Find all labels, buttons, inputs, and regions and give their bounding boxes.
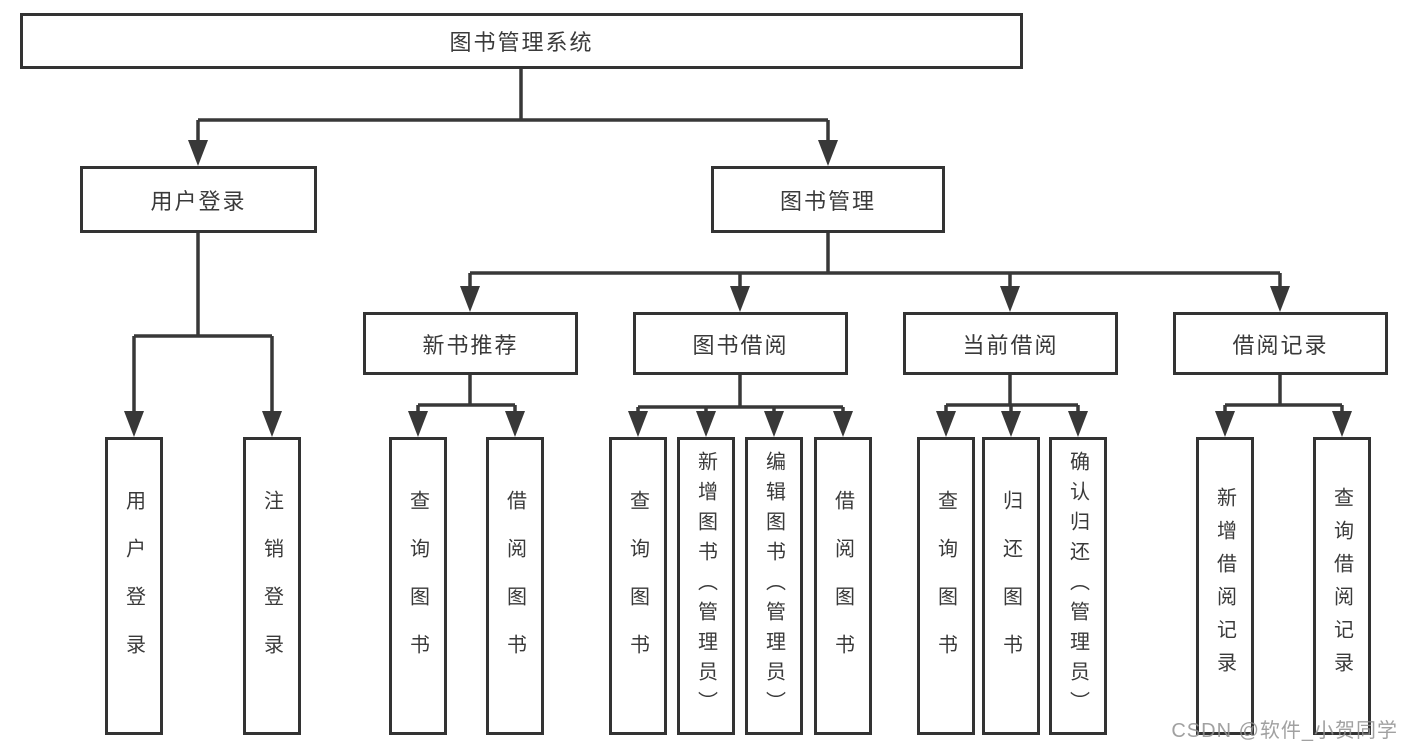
arrowhead (460, 286, 480, 312)
node-label: 图书管理 (779, 188, 876, 214)
arrowhead (696, 411, 716, 437)
leaf-label: 查询图书 (406, 490, 429, 682)
leaf-edit-book-admin: 编辑图书（管理员） (745, 437, 803, 735)
leaf-label: 查询图书 (934, 490, 957, 682)
node-library-system: 图书管理系统 (20, 13, 1023, 69)
leaf-borrow-books-borrow: 借阅图书 (814, 437, 872, 735)
leaf-confirm-return-admin: 确认归还（管理员） (1049, 437, 1107, 735)
leaf-label: 用户登录 (122, 490, 145, 682)
leaf-borrow-books-recommend: 借阅图书 (486, 437, 544, 735)
node-current-borrow: 当前借阅 (903, 312, 1118, 375)
leaf-label: 查询图书 (626, 490, 649, 682)
arrowhead (1270, 286, 1290, 312)
leaf-label: 借阅图书 (831, 490, 854, 682)
leaf-return-book: 归还图书 (982, 437, 1040, 735)
node-new-book-recommend: 新书推荐 (363, 312, 578, 375)
node-book-borrow: 图书借阅 (633, 312, 848, 375)
leaf-label: 编辑图书（管理员） (762, 451, 785, 721)
arrowhead (505, 411, 525, 437)
leaf-logout: 注销登录 (243, 437, 301, 735)
node-book-management: 图书管理 (711, 166, 945, 233)
node-label: 当前借阅 (962, 332, 1059, 358)
leaf-query-books-borrow: 查询图书 (609, 437, 667, 735)
leaf-label: 借阅图书 (503, 490, 526, 682)
leaf-label: 确认归还（管理员） (1066, 451, 1089, 721)
arrowhead (188, 140, 208, 166)
arrowhead (764, 411, 784, 437)
leaf-query-borrow-record: 查询借阅记录 (1313, 437, 1371, 735)
arrowhead (1332, 411, 1352, 437)
node-label: 图书管理系统 (449, 30, 594, 55)
arrowhead (1001, 411, 1021, 437)
node-label: 借阅记录 (1232, 332, 1329, 358)
node-borrow-records: 借阅记录 (1173, 312, 1388, 375)
arrowhead (1215, 411, 1235, 437)
arrowhead (408, 411, 428, 437)
arrowhead (124, 411, 144, 437)
node-label: 新书推荐 (422, 332, 519, 358)
leaf-user-login: 用户登录 (105, 437, 163, 735)
leaf-add-book-admin: 新增图书（管理员） (677, 437, 735, 735)
leaf-add-borrow-record: 新增借阅记录 (1196, 437, 1254, 735)
arrowheads (124, 140, 1352, 437)
leaf-label: 新增图书（管理员） (694, 451, 717, 721)
watermark: CSDN @软件_小贺同学 (1171, 720, 1398, 742)
arrowhead (1068, 411, 1088, 437)
arrowhead (262, 411, 282, 437)
arrowhead (818, 140, 838, 166)
node-label: 图书借阅 (692, 332, 789, 358)
arrowhead (628, 411, 648, 437)
leaf-query-books-current: 查询图书 (917, 437, 975, 735)
leaf-label: 注销登录 (260, 490, 283, 682)
node-user-login: 用户登录 (80, 166, 317, 233)
leaf-query-books-recommend: 查询图书 (389, 437, 447, 735)
arrowhead (1000, 286, 1020, 312)
arrowhead (936, 411, 956, 437)
leaf-label: 新增借阅记录 (1213, 487, 1236, 685)
leaf-label: 归还图书 (999, 490, 1022, 682)
node-label: 用户登录 (150, 188, 247, 214)
arrowhead (833, 411, 853, 437)
arrowhead (730, 286, 750, 312)
leaf-label: 查询借阅记录 (1330, 487, 1353, 685)
